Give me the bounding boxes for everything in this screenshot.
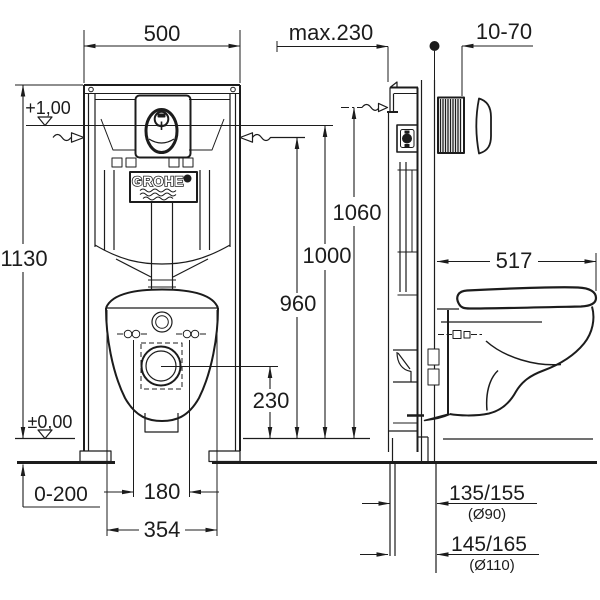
dim-500-label: 500 [144,21,181,46]
dim-pan-depth-517: 517 [436,248,597,291]
dim-1060-label: 1060 [333,200,382,225]
dim-outlet-offset-90: 135/155 (Ø90) [362,482,537,523]
dim-1060: 1060 [333,102,389,439]
dim-max-230: max.230 [276,20,389,82]
dim-dia-110-label: (Ø110) [469,557,515,574]
dim-bolt-spacing-180: 180 [104,340,219,504]
floor-lines [15,437,597,573]
cut-arrow-icon [377,102,389,113]
dim-1070-label: 10-70 [476,19,532,44]
logo-dot-icon [183,174,192,183]
dim-180-label: 180 [144,479,181,504]
frame-screw-left [88,86,94,93]
fixing-bolt-icon [182,329,192,339]
side-view-wall [420,51,492,462]
flush-plate-icon [144,108,179,154]
level-triangle-icon [37,116,53,127]
dim-960-label: 960 [280,291,317,316]
actuator-box-side [396,124,419,153]
pipe-coupling [427,368,440,386]
level-triangle-icon [37,429,53,440]
dim-wall-finish-10-70: 10-70 [429,19,533,96]
foot-right [208,450,241,463]
wall-cut-arrows [52,132,305,143]
dim-outlet-height-230: 230 [253,366,290,439]
dim-1130-label: 1130 [0,246,47,271]
foot-left [79,450,112,463]
dim-width-500: 500 [83,21,241,83]
actuator-frame [134,94,192,159]
level-plus100-label: +1,00 [25,98,71,118]
dim-0-200-label: 0-200 [34,483,88,506]
dim-1000-label: 1000 [303,243,352,268]
level-zero-label: ±0,00 [28,412,73,432]
grohe-logo-plate: GROHE [129,171,198,203]
grohe-logo: GROHE [132,174,184,189]
front-view-toilet-pan [105,288,278,433]
dim-230-label: 230 [253,388,290,413]
front-view-frame [79,84,241,463]
level-marker-plus100: +1,00 [25,98,333,127]
level-marker-zero: ±0,00 [28,412,73,440]
side-view-frame [387,81,429,461]
front-view-flush-pipe [94,202,231,290]
dim-517-label: 517 [496,248,533,273]
dim-960: 960 [280,137,317,439]
dim-1000: 1000 [303,125,352,439]
pipe-coupling [427,348,440,366]
dim-dia-90-label: (Ø90) [468,506,506,523]
fixing-bolt-icon [123,329,133,339]
datum-dot-icon [429,41,440,51]
dim-foot-adjust-0-200: 0-200 [20,464,100,508]
dim-135-155-label: 135/155 [449,482,525,505]
dim-outlet-offset-110: 145/165 (Ø110) [360,533,539,574]
dim-max230-label: max.230 [289,20,373,45]
toilet-seat [456,286,598,310]
cut-arrow-icon [239,132,254,143]
water-inlet-icon [151,311,173,333]
dim-pan-width-354: 354 [106,310,218,542]
flush-plate-side [475,97,492,155]
dim-354-label: 354 [144,517,181,542]
side-view-toilet [407,286,598,422]
frame-screw-right [230,86,236,93]
dim-145-165-label: 145/165 [451,533,527,556]
dim-height-1130: 1130 [0,84,83,439]
cut-arrow-icon [70,132,85,143]
